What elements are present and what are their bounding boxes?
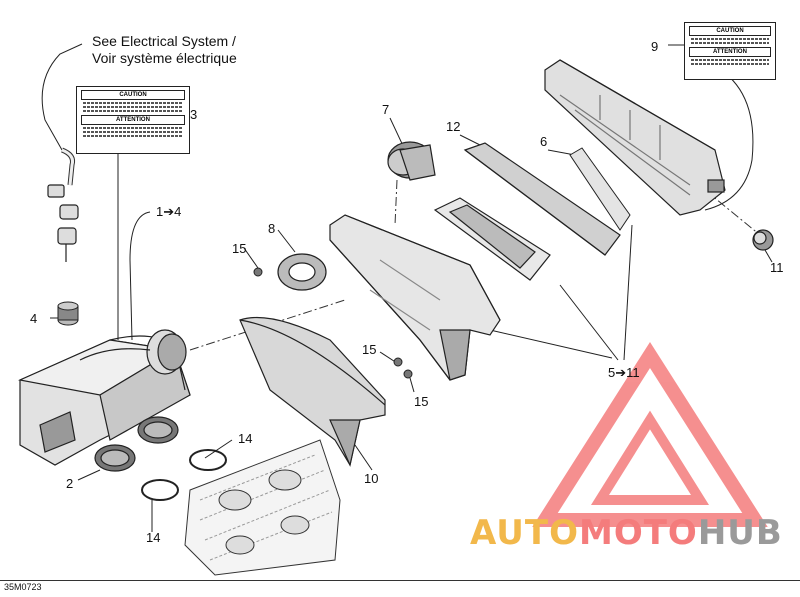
watermark-hub: HUB xyxy=(697,513,783,553)
drain-cap xyxy=(752,229,774,251)
attention-header-9: ATTENTION xyxy=(689,47,771,57)
watermark-text: AUTOMOTOHUB xyxy=(470,513,783,553)
caution-header: CAUTION xyxy=(81,90,185,100)
watermark-triangle xyxy=(532,341,768,527)
callout-15-b: 15 xyxy=(362,342,377,357)
callout-14-lower: 14 xyxy=(146,530,161,545)
grommet-part xyxy=(57,301,79,326)
callout-15-a: 15 xyxy=(232,241,247,256)
air-box-housing xyxy=(17,329,191,466)
note-line-1: See Electrical System / xyxy=(92,33,236,49)
callout-4: 4 xyxy=(30,311,38,326)
attention-header: ATTENTION xyxy=(81,115,185,125)
watermark-moto: MOTO xyxy=(578,513,698,553)
callout-1-4: 1➔4 xyxy=(156,204,182,219)
engine-block xyxy=(184,439,341,576)
callout-5-11: 5➔11 xyxy=(608,365,640,380)
note-line-2: Voir système électrique xyxy=(92,50,237,66)
electrical-note: See Electrical System / Voir système éle… xyxy=(92,33,237,67)
hose-clamps xyxy=(141,449,227,501)
watermark-auto: AUTO xyxy=(470,513,579,553)
caution-label-9: CAUTION ATTENTION xyxy=(684,22,776,80)
callout-2: 2 xyxy=(66,476,74,491)
callout-15-c: 15 xyxy=(414,394,429,409)
connector-assembly xyxy=(47,147,79,262)
callout-9: 9 xyxy=(651,39,659,54)
lower-cover-part xyxy=(239,316,386,467)
callout-7: 7 xyxy=(382,102,390,117)
filter-frame xyxy=(463,142,621,256)
adapter-ring xyxy=(277,253,327,291)
callout-10: 10 xyxy=(364,471,379,486)
foam-element xyxy=(569,147,631,231)
caution-label-3: CAUTION ATTENTION xyxy=(76,86,190,154)
upper-air-box xyxy=(544,59,726,216)
callout-12: 12 xyxy=(446,119,461,134)
intake-silencer xyxy=(387,141,436,181)
callout-14-upper: 14 xyxy=(238,431,253,446)
footer-rule xyxy=(0,580,800,581)
air-box-cover xyxy=(329,214,501,381)
callout-11: 11 xyxy=(770,260,784,275)
screws xyxy=(253,267,413,379)
callout-6: 6 xyxy=(540,134,548,149)
callout-3: 3 xyxy=(190,107,198,122)
drawing-code: 35M0723 xyxy=(4,582,42,592)
filter-tray xyxy=(433,197,551,281)
caution-header-9: CAUTION xyxy=(689,26,771,36)
callout-8: 8 xyxy=(268,221,276,236)
intake-sleeves xyxy=(94,416,179,472)
